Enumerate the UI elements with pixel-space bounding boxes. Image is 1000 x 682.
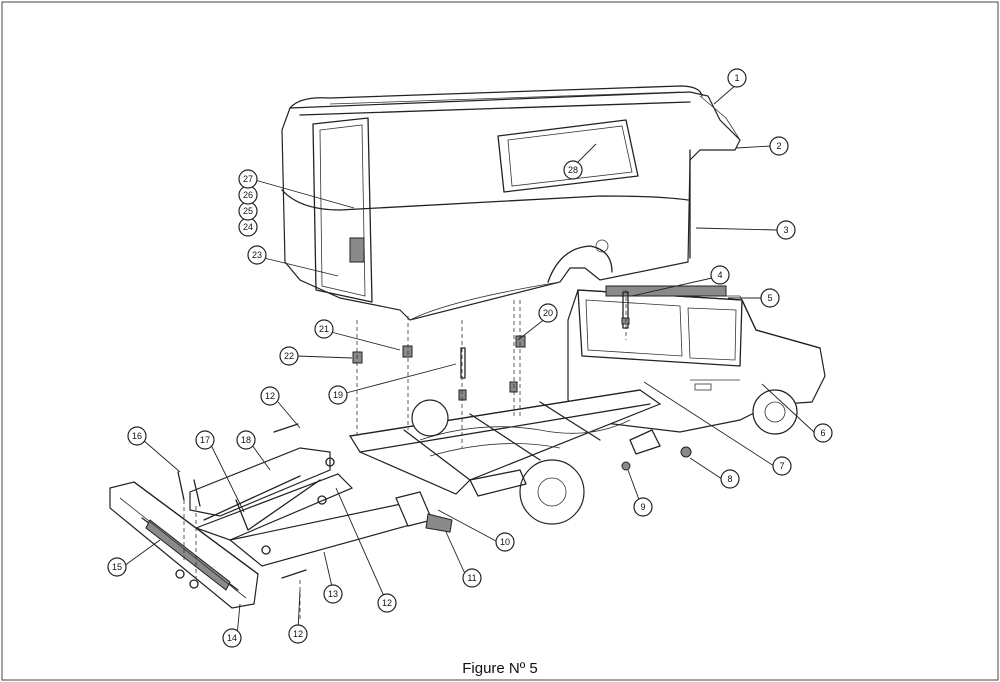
svg-text:24: 24	[243, 222, 253, 232]
callout-1: 1	[727, 68, 747, 88]
callout-24: 24	[238, 217, 258, 237]
front-wheel	[752, 389, 798, 435]
svg-text:14: 14	[227, 633, 237, 643]
svg-text:3: 3	[783, 225, 788, 235]
side-window	[497, 119, 639, 193]
callout-9: 9	[633, 497, 653, 517]
callout-20: 20	[538, 303, 558, 323]
callout-7: 7	[772, 456, 792, 476]
camper-door	[312, 117, 373, 303]
svg-text:23: 23	[252, 250, 262, 260]
callout-6: 6	[813, 423, 833, 443]
svg-text:22: 22	[284, 351, 294, 361]
callout-17: 17	[195, 430, 215, 450]
assembly-lines	[183, 290, 627, 620]
svg-text:16: 16	[132, 431, 142, 441]
fasteners	[175, 291, 692, 589]
callout-13: 13	[323, 584, 343, 604]
callout-16: 16	[127, 426, 147, 446]
svg-text:20: 20	[543, 308, 553, 318]
svg-text:4: 4	[717, 270, 722, 280]
hitch-assembly	[189, 447, 453, 567]
svg-text:15: 15	[112, 562, 122, 572]
spare-wheel	[411, 399, 449, 437]
door-latch	[349, 237, 365, 263]
callout-25: 25	[238, 201, 258, 221]
svg-text:17: 17	[200, 435, 210, 445]
chassis-frame	[349, 389, 662, 525]
svg-text:28: 28	[568, 165, 578, 175]
callout-22: 22	[279, 346, 299, 366]
svg-text:12: 12	[293, 629, 303, 639]
callout-14: 14	[222, 628, 242, 648]
figure-caption: Figure Nº 5	[462, 660, 538, 677]
svg-text:2: 2	[776, 141, 781, 151]
svg-text:21: 21	[319, 324, 329, 334]
svg-text:27: 27	[243, 174, 253, 184]
callouts: 1 2 3 4 5 6 7 8 9 10 11 12 12 12 13 14 1…	[107, 68, 833, 648]
svg-text:5: 5	[767, 293, 772, 303]
callout-15: 15	[107, 557, 127, 577]
wheel-well	[547, 245, 613, 283]
callout-27: 27	[238, 169, 258, 189]
callout-4: 4	[710, 265, 730, 285]
svg-text:9: 9	[640, 502, 645, 512]
callout-5: 5	[760, 288, 780, 308]
svg-text:7: 7	[779, 461, 784, 471]
svg-text:12: 12	[382, 598, 392, 608]
callout-12-upper: 12	[260, 386, 280, 406]
callout-19: 19	[328, 385, 348, 405]
svg-text:13: 13	[328, 589, 338, 599]
callout-12-middle: 12	[377, 593, 397, 613]
callout-10: 10	[495, 532, 515, 552]
callout-28: 28	[563, 160, 583, 180]
callout-23: 23	[247, 245, 267, 265]
svg-text:18: 18	[241, 435, 251, 445]
callout-2: 2	[769, 136, 789, 156]
callout-21: 21	[314, 319, 334, 339]
callout-12-lower: 12	[288, 624, 308, 644]
svg-text:12: 12	[265, 391, 275, 401]
svg-text:25: 25	[243, 206, 253, 216]
svg-text:8: 8	[727, 474, 732, 484]
callout-3: 3	[776, 220, 796, 240]
rear-wheel	[519, 459, 585, 525]
roof-panel	[605, 285, 727, 297]
callout-11: 11	[462, 568, 482, 588]
svg-text:26: 26	[243, 190, 253, 200]
svg-text:11: 11	[467, 573, 476, 583]
svg-text:6: 6	[820, 428, 825, 438]
svg-text:19: 19	[333, 390, 343, 400]
callout-18: 18	[236, 430, 256, 450]
callout-8: 8	[720, 469, 740, 489]
camper-shell	[281, 85, 741, 321]
svg-text:1: 1	[734, 73, 739, 83]
svg-text:10: 10	[500, 537, 510, 547]
callout-26: 26	[238, 185, 258, 205]
leader-lines	[123, 83, 816, 637]
